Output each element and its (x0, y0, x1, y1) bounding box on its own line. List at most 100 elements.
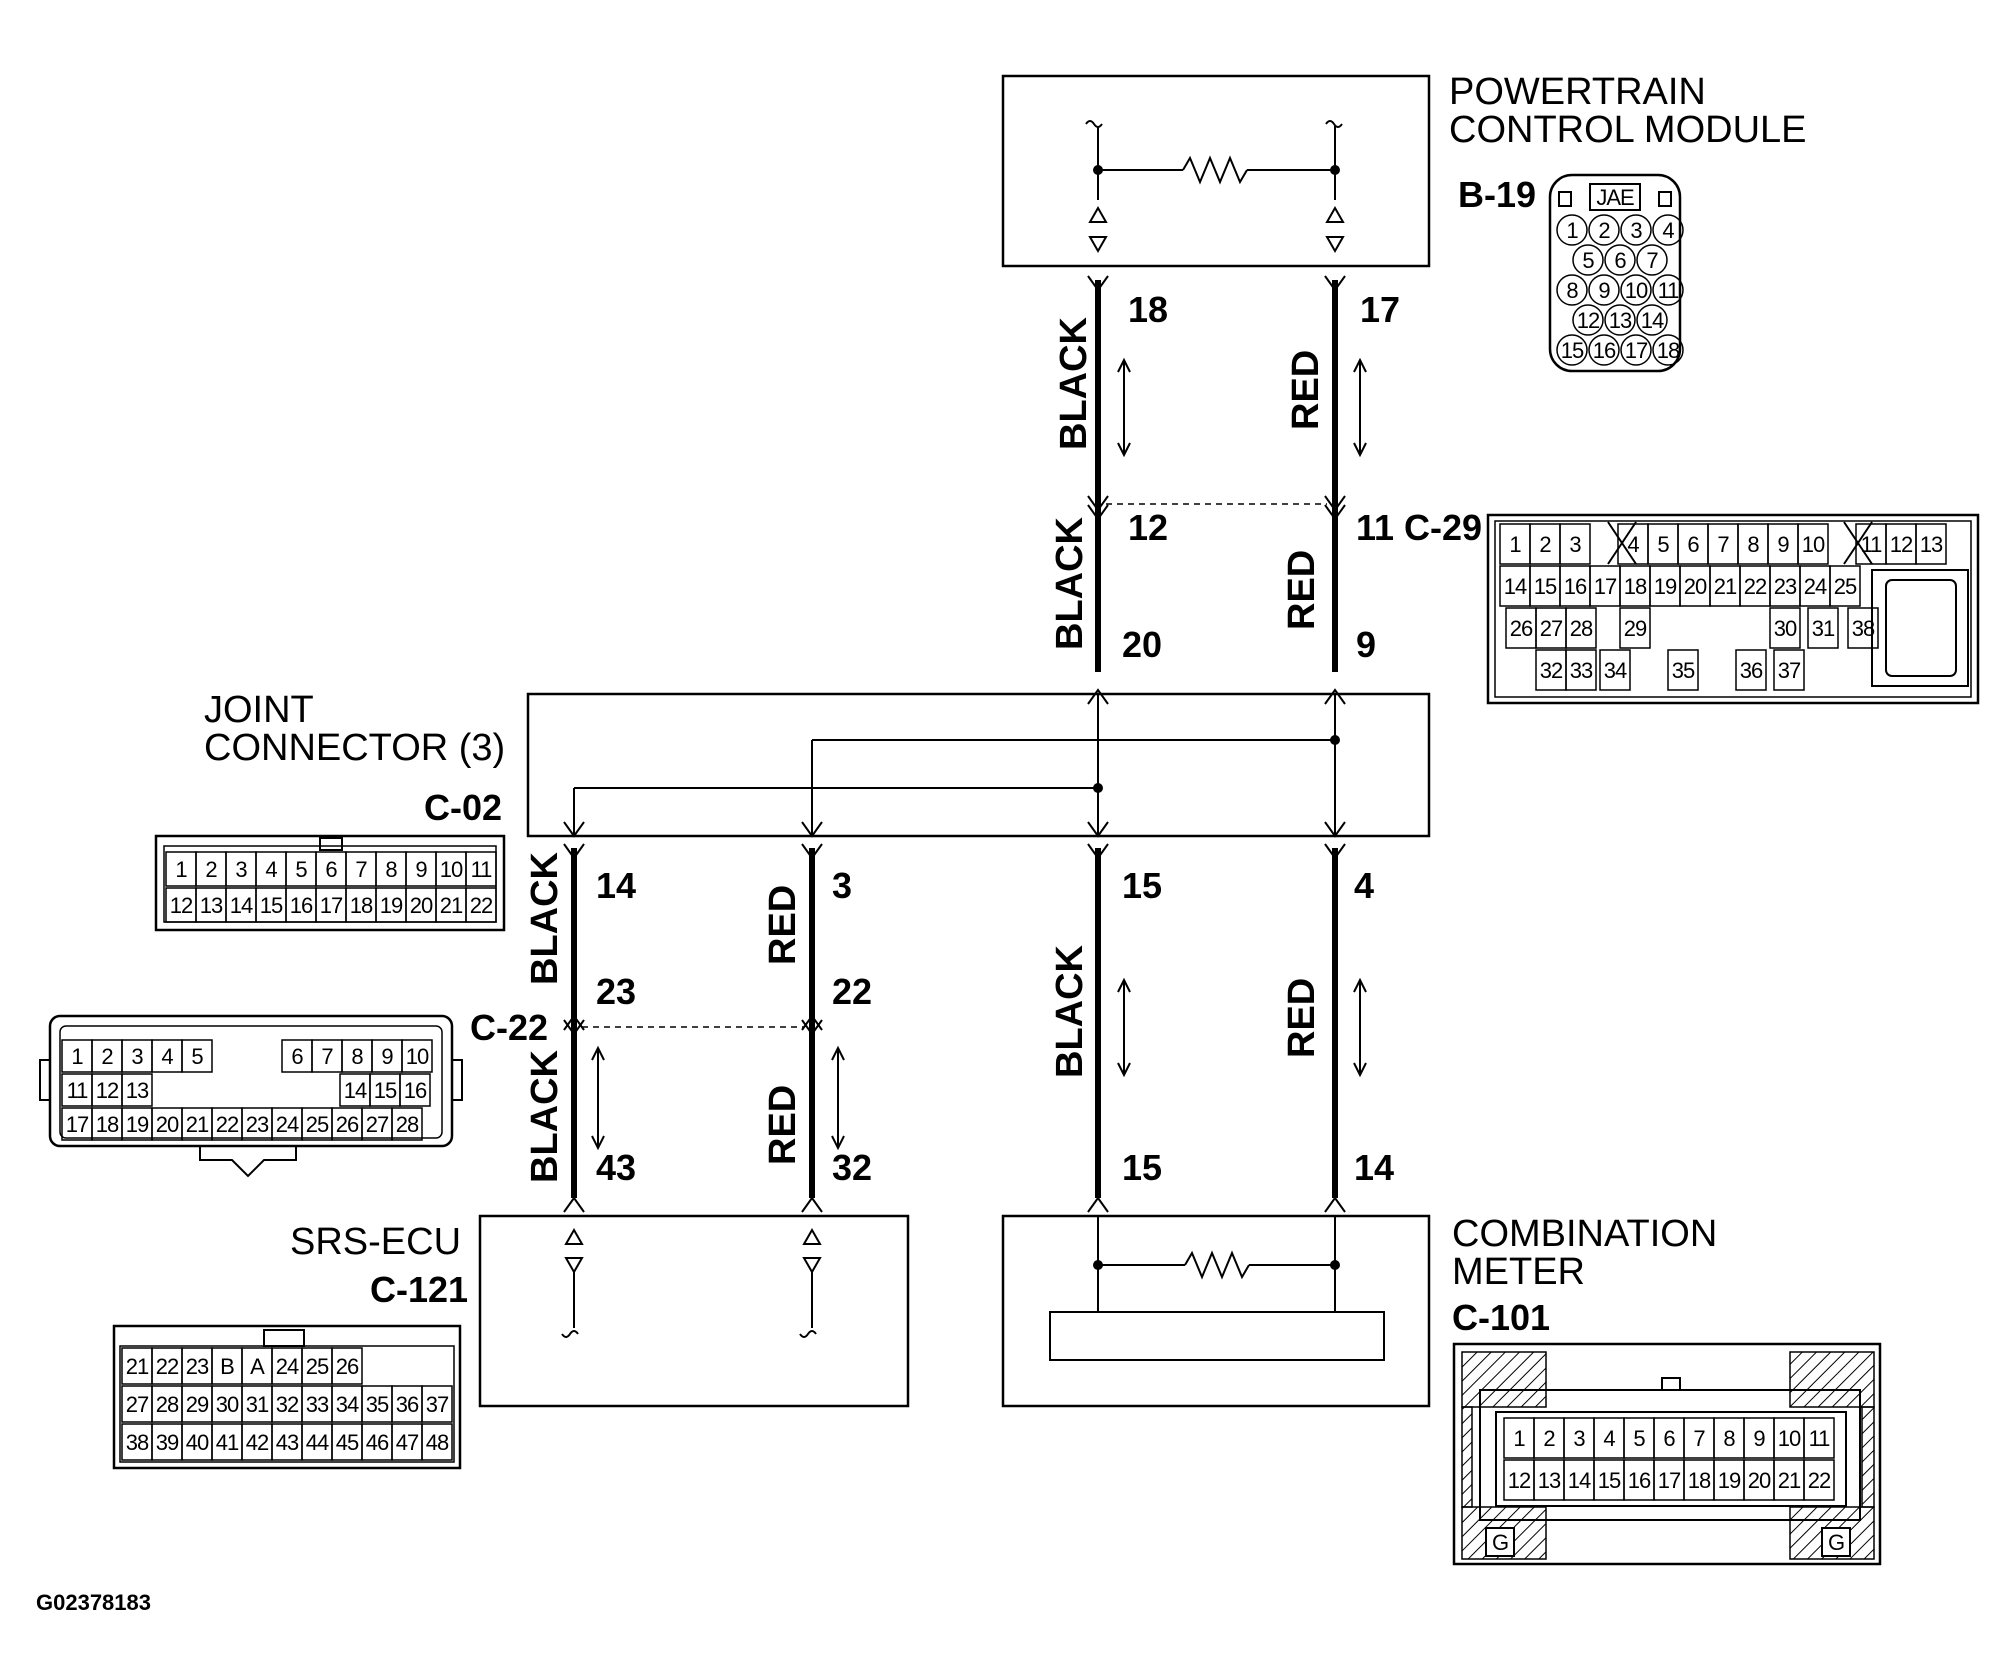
c02-pin-label: 12 (170, 893, 193, 918)
b19-pin-label: 8 (1566, 278, 1578, 303)
c02-pin-label: 16 (290, 893, 313, 918)
c29-pin-cell (1915, 523, 1947, 565)
c29-pin-cell (1773, 649, 1805, 691)
c121-pin-label: 37 (426, 1392, 449, 1417)
c29-pin-label: 1 (1509, 532, 1521, 557)
c121-pin-cell (421, 1385, 453, 1423)
c02-pin-label: 17 (320, 893, 343, 918)
c02-pin-label: 4 (265, 857, 277, 882)
joint-name-line1: JOINT (204, 689, 314, 731)
c121-pin-label: 32 (276, 1392, 299, 1417)
b19-pin-label: 13 (1609, 308, 1632, 333)
c121-pin-label: 25 (306, 1354, 329, 1379)
c22-pin-label: 19 (126, 1112, 149, 1137)
c22-pin-cell (121, 1073, 153, 1107)
c22-pin-label: 11 (67, 1078, 89, 1103)
c02-pin-label: 13 (200, 893, 223, 918)
c29-pin-cell (1829, 565, 1861, 607)
b19-pin-label: 14 (1641, 308, 1664, 333)
c101-pin-label: 11 (1809, 1426, 1831, 1451)
c22-pin-label: 20 (156, 1112, 179, 1137)
b19-pin-cell (1636, 304, 1668, 336)
c02-pin-label: 2 (205, 857, 217, 882)
c02-pin-cell (465, 851, 497, 887)
c22-pin-label: 27 (366, 1112, 389, 1137)
pin-meter-14: 14 (1354, 1147, 1394, 1188)
c101-pin-label: 14 (1568, 1468, 1591, 1493)
c101-pin-label: 5 (1633, 1426, 1645, 1451)
meter-name-line1: COMBINATION (1452, 1213, 1717, 1255)
pcm-name-line1: POWERTRAIN (1449, 71, 1706, 113)
pcm-resistor (1182, 155, 1248, 185)
b19-pin-cell (1604, 244, 1636, 276)
pin-c22-22: 22 (832, 971, 872, 1012)
c02-pin-cell (465, 887, 497, 923)
c121-pin-label: A (250, 1354, 265, 1379)
c121-pin-label: 22 (156, 1354, 179, 1379)
c22-pin-label: 2 (101, 1044, 113, 1069)
c101-ground-right: G (1828, 1530, 1844, 1555)
c02-pin-label: 6 (325, 857, 337, 882)
c121-pin-label: 39 (156, 1430, 179, 1455)
c02-pin-label: 18 (350, 893, 373, 918)
c22-pin-label: 6 (291, 1044, 303, 1069)
c02-pin-label: 1 (175, 857, 187, 882)
c22-pin-cell (401, 1039, 433, 1073)
srs-ecu-component: SRS-ECU C-121 (290, 1214, 910, 1408)
combination-meter-component: COMBINATION METER C-101 (1001, 1213, 1717, 1408)
c22-connector-id: C-22 (470, 1007, 548, 1048)
joint-connector-component: JOINT CONNECTOR (3) C-02 (204, 688, 1431, 838)
c29-pin-label: 6 (1687, 532, 1699, 557)
c101-pin-label: 17 (1658, 1468, 1681, 1493)
c29-pin-label: 7 (1717, 532, 1729, 557)
b19-pin-label: 4 (1662, 218, 1674, 243)
pcm-connector-id: B-19 (1458, 174, 1536, 215)
wire-w5-color: BLACK (1049, 944, 1091, 1078)
c22-pin-label: 8 (351, 1044, 363, 1069)
c29-pin-cell (1769, 607, 1801, 649)
c101-pin-label: 21 (1778, 1468, 1801, 1493)
c29-pin-label: 32 (1540, 658, 1563, 683)
c121-pin-label: 46 (366, 1430, 389, 1455)
c22-pin-label: 13 (126, 1078, 149, 1103)
c22-pin-label: 5 (191, 1044, 203, 1069)
pin-c29-9: 9 (1356, 624, 1376, 665)
joint-name-line2: CONNECTOR (3) (204, 727, 505, 769)
c29-pin-label: 3 (1569, 532, 1581, 557)
c121-pin-label: 24 (276, 1354, 299, 1379)
c29-pin-cell (1559, 523, 1591, 565)
c101-pin-label: 12 (1508, 1468, 1531, 1493)
c02-pin-label: 5 (295, 857, 307, 882)
c121-pin-label: B (220, 1354, 234, 1379)
c02-pin-label: 8 (385, 857, 397, 882)
c29-pin-cell (1807, 607, 1839, 649)
b19-pin-label: 6 (1614, 248, 1626, 273)
c29-pin-label: 17 (1594, 574, 1617, 599)
c121-pin-label: 28 (156, 1392, 179, 1417)
c29-pin-label: 16 (1564, 574, 1587, 599)
wire-w4: 3 22 32 RED RED (762, 843, 872, 1213)
c29-pin-cell (1847, 607, 1879, 649)
c29-pin-label: 22 (1744, 574, 1767, 599)
c29-pin-cell (1735, 649, 1767, 691)
combination-meter-box (1001, 1214, 1431, 1408)
joint-connector-box (526, 692, 1431, 838)
c29-connector-id: C-29 (1404, 507, 1482, 548)
b19-pin-cell (1556, 334, 1588, 366)
b19-pin-label: 10 (1625, 278, 1648, 303)
c29-pin-cell (1565, 607, 1597, 649)
c29-pin-label: 15 (1534, 574, 1557, 599)
b19-pin-label: 7 (1646, 248, 1658, 273)
wire-w1-color-mid: BLACK (1049, 516, 1091, 650)
b19-pin-cell (1604, 304, 1636, 336)
b19-pin-label: 12 (1577, 308, 1600, 333)
c121-pin-cell (331, 1347, 363, 1385)
c121-pin-label: 36 (396, 1392, 419, 1417)
wire-w2-color-mid: RED (1281, 550, 1323, 630)
c29-pin-label: 25 (1834, 574, 1857, 599)
b19-pin-label: 1 (1566, 218, 1578, 243)
meter-name-line2: METER (1452, 1251, 1585, 1293)
